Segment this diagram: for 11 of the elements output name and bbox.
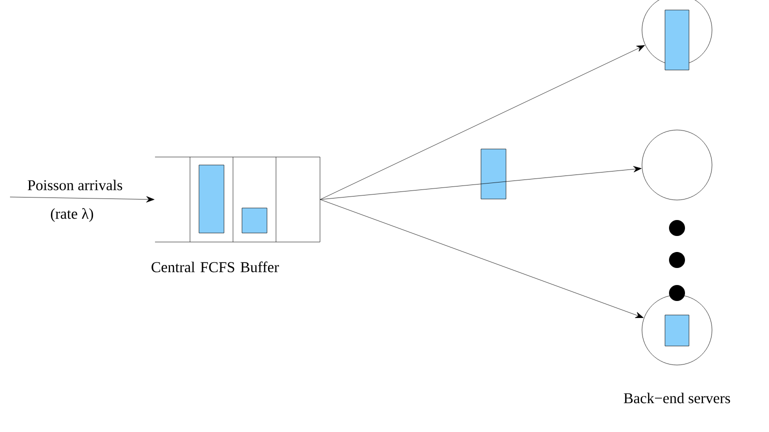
text-label: (rate λ) (50, 208, 94, 222)
server-circle (642, 130, 712, 200)
text-label: Back−end servers (624, 392, 730, 404)
arrow (320, 45, 645, 200)
arrow (320, 199, 644, 318)
server-circle (642, 0, 712, 70)
arrow (10, 196, 154, 202)
server-circle (642, 294, 712, 366)
edge-label: Poisson arrivals (28, 180, 122, 190)
buffer-caption: Central FCFS Buffer (152, 262, 279, 272)
arrow (320, 166, 642, 200)
